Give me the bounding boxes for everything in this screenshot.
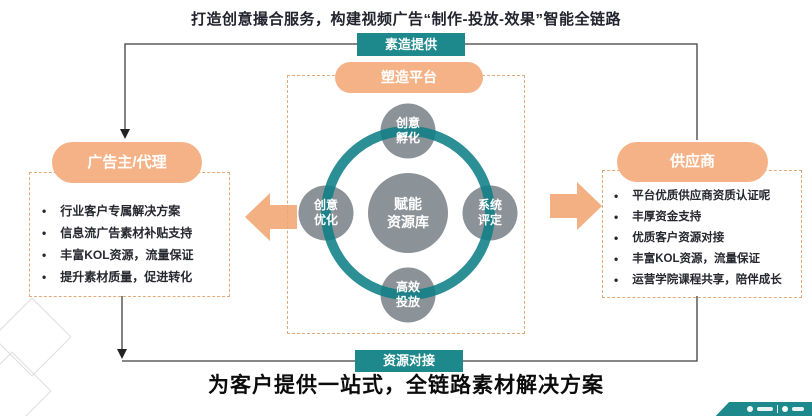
bullet-item: 优质客户资源对接 (614, 232, 796, 245)
brand-wordmark (792, 407, 804, 411)
hub-center-label: 赋能 资源库 (387, 196, 429, 230)
bullet-item: 行业客户专属解决方案 (42, 205, 222, 218)
node-label-left: 创意 优化 (313, 198, 338, 227)
node-label-bottom: 高效 投放 (395, 280, 420, 309)
supplier-pill: 供应商 (617, 142, 768, 182)
page-title: 打造创意撮合服务，构建视频广告“制作-投放-效果”智能全链路 (191, 11, 621, 28)
footer-headline: 为客户提供一站式，全链路素材解决方案 (208, 374, 604, 397)
hub-ring (321, 126, 495, 300)
supplier-bullet-list: 平台优质供应商资质认证呢 丰厚资金支持 优质客户资源对接 丰富KOL资源，流量保… (614, 190, 796, 295)
platform-pill: 塑造平台 (335, 62, 483, 93)
bullet-item: 提升素材质量，促进转化 (42, 271, 222, 284)
advertiser-pill: 广告主/代理 (52, 142, 202, 183)
flow-arrows (245, 182, 602, 241)
brand-logo-icon (747, 406, 753, 412)
top-flow-label: 素造提供 (357, 33, 465, 56)
left-flow-arrow-icon (245, 193, 297, 241)
brand-wordmark (757, 407, 773, 411)
bullet-item: 信息流广告素材补贴支持 (42, 227, 222, 240)
bullet-item: 丰富KOL资源，流量保证 (614, 253, 796, 266)
bullet-item: 丰富KOL资源，流量保证 (42, 249, 222, 262)
hub (298, 103, 518, 323)
bullet-item: 平台优质供应商资质认证呢 (614, 190, 796, 203)
bottom-flow-label: 资源对接 (355, 350, 463, 372)
footer-ribbon (715, 402, 812, 416)
brand-logo-icon (782, 406, 788, 412)
advertiser-bullet-list: 行业客户专属解决方案 信息流广告素材补贴支持 丰富KOL资源，流量保证 提升素材… (42, 205, 222, 293)
bullet-item: 丰厚资金支持 (614, 211, 796, 224)
hub-center-circle (368, 173, 448, 253)
arrowhead-down-left-bottom (117, 349, 127, 359)
node-label-top: 创意 孵化 (395, 116, 420, 145)
arrowhead-down-left-top (120, 129, 130, 139)
logo-divider (777, 405, 778, 413)
node-label-right: 系统 评定 (477, 198, 502, 227)
right-flow-arrow-icon (550, 182, 602, 230)
bullet-item: 运营学院课程共享，陪伴成长 (614, 274, 796, 287)
